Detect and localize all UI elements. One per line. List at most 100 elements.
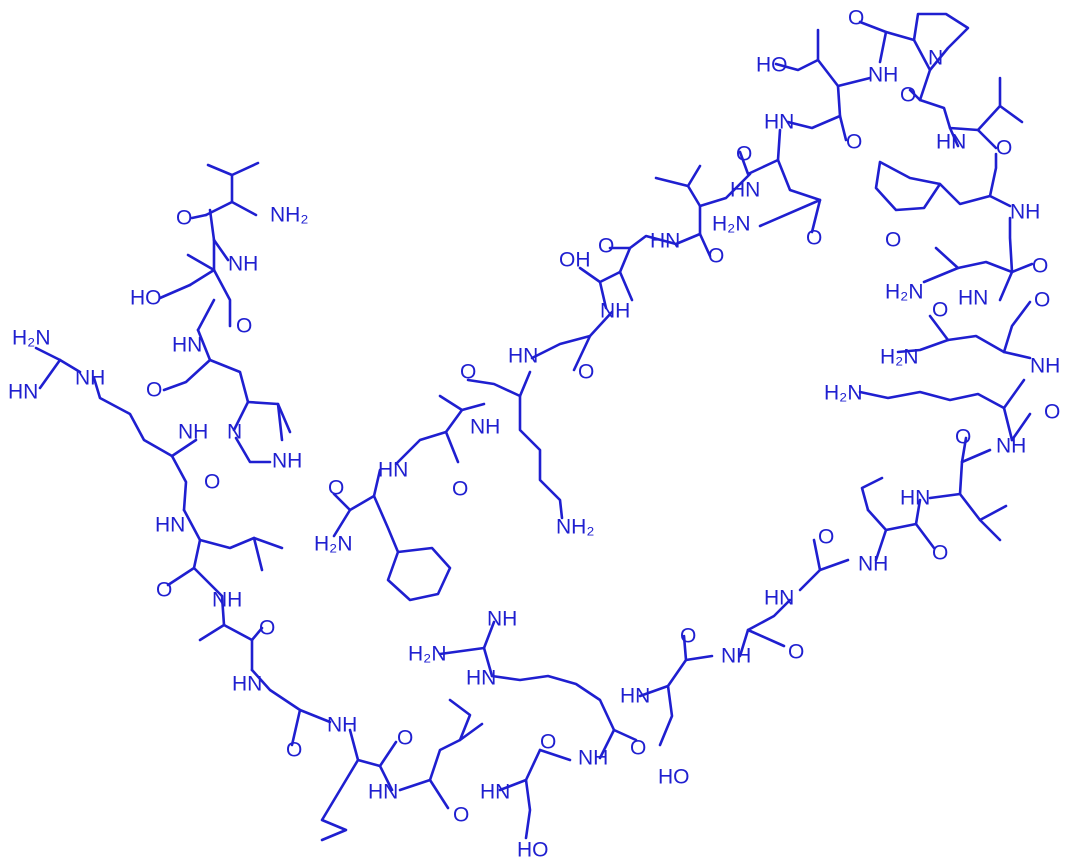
bond-line [928,314,1032,360]
bond-line [246,400,292,434]
bond-line [686,164,702,188]
atom-label: O [146,379,162,402]
atom-label: HN [480,781,510,804]
bond-line [438,394,464,412]
atom-label: NH [75,367,105,390]
atom-label: HN [232,673,262,696]
bond-line [976,76,1002,132]
atom-label: O [1032,255,1048,278]
atom-label: HN [378,459,408,482]
bond-line [196,328,212,362]
bond-line [530,334,592,360]
atom-label: HN [730,179,760,202]
bond-line [612,728,638,742]
bond-line [186,253,216,272]
bond-line [598,280,608,310]
bond-line [190,213,208,220]
bond-line [654,176,702,208]
atom-label: O [204,471,220,494]
atom-label: O [540,731,556,754]
bond-line [812,538,822,572]
bond-line [1008,216,1014,274]
atom-label: O [328,477,344,500]
atom-label: HN [8,381,38,404]
bond-line [372,494,452,602]
atom-label: O [176,207,192,230]
bond-line [192,566,224,598]
bond-line [638,634,688,698]
atom-label: H₂N [824,382,862,405]
atom-label: O [818,526,834,549]
bond-line [518,370,564,520]
bond-line [774,58,872,88]
atom-label: H₂N [314,533,352,556]
bond-line [166,538,202,587]
bond-line [466,378,522,398]
atom-label: O [460,361,476,384]
atom-label: NH [578,747,608,770]
atom-label: HO [756,54,788,77]
atom-label: O [259,617,275,640]
atom-label: HN [172,334,202,357]
atom-label: NH [868,64,898,87]
atom-label: O [1044,401,1060,424]
atom-label: O [708,245,724,268]
bond-line [212,238,230,262]
atom-label: NH [487,608,517,631]
bond-line [578,246,632,284]
atom-label: O [736,143,752,166]
atom-label: HN [368,781,398,804]
atom-label: NH [178,421,208,444]
atom-label: O [806,227,822,250]
bond-line [222,623,264,642]
bond-line [776,158,822,234]
atom-label: NH [600,300,630,323]
atom-label: HN [508,345,538,368]
atom-label: O [452,478,468,501]
atom-label: NH [996,435,1026,458]
bond-line [232,400,250,432]
atom-label: HN [764,111,794,134]
atom-label: H₂N [880,346,918,369]
atom-label: O [848,7,864,30]
bond-line [252,536,264,572]
bond-line [234,436,272,464]
bond-line [158,283,192,300]
bond-line [348,728,398,768]
bond-line [786,114,842,130]
bond-line [948,126,960,148]
bond-line [914,498,922,526]
atom-label: O [846,131,862,154]
bond-line [658,684,674,747]
atom-label: O [453,804,469,827]
atom-label: HN [155,514,185,537]
atom-label: N [928,47,943,70]
bond-line [738,128,782,176]
atom-label: NH [1030,355,1060,378]
bond-line [298,708,332,724]
bond-line [206,161,260,177]
atom-label: HO [658,766,690,789]
bond-line [1002,378,1026,410]
bond-line [608,232,702,250]
bond-line [896,338,950,354]
bond-line [250,668,302,747]
atom-label: O [932,299,948,322]
bond-line [276,402,284,442]
atom-label: H₂N [12,327,50,350]
atom-label: HN [900,487,930,510]
atom-label: H₂N [885,281,923,304]
bond-line [922,266,960,284]
atom-label: H₂N [712,213,750,236]
bond-line [92,376,174,458]
bond-line [928,492,1002,542]
bond-line [444,402,486,464]
bond-line [960,448,992,464]
atom-label: O [598,235,614,258]
bond-line [34,346,62,362]
bond-line [758,198,822,228]
atom-label: HN [936,131,966,154]
bond-line [908,88,998,150]
